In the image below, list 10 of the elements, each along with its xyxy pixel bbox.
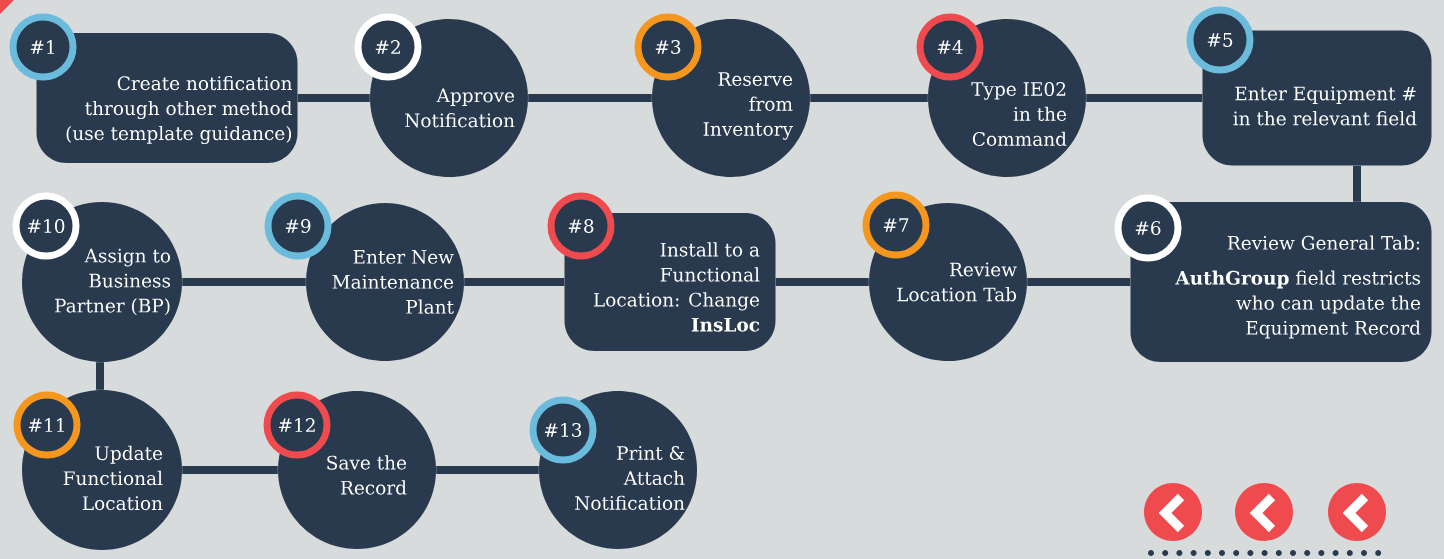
step-badge: #8 — [547, 192, 615, 260]
step-badge: #4 — [916, 13, 984, 81]
step-badge: #13 — [529, 396, 597, 464]
step-badge: #6 — [1114, 194, 1182, 262]
step-badge: #10 — [12, 192, 80, 260]
step-badge: #5 — [1186, 6, 1254, 74]
step-badge: #7 — [862, 191, 930, 259]
step-badge: #2 — [354, 13, 422, 81]
step-badge: #3 — [634, 13, 702, 81]
step-badge: #1 — [9, 13, 77, 81]
